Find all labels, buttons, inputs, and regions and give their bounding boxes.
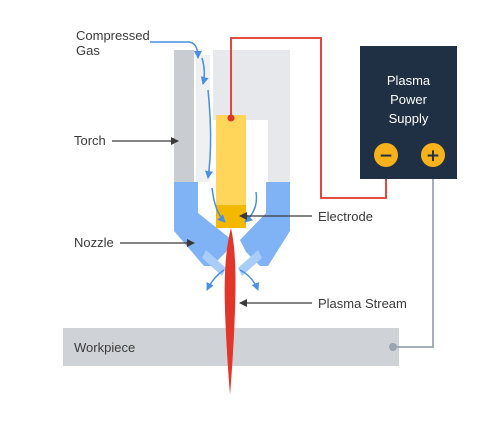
electrode-label: Electrode — [318, 209, 373, 224]
compressed-gas-label-line2: Gas — [76, 43, 100, 58]
gas-flow-arrow-6 — [239, 269, 260, 291]
negative-terminal — [374, 143, 398, 167]
positive-wire — [393, 166, 434, 348]
electrode-wire-junction — [227, 114, 235, 122]
negative-terminal-symbol: − — [379, 146, 393, 166]
nozzle-right — [240, 182, 290, 266]
power-supply-label-line1: Plasma — [387, 73, 431, 88]
torch-upper-block — [213, 50, 290, 120]
negative-wire — [230, 37, 387, 199]
compressed-gas-leader — [150, 41, 202, 59]
plasma-stream — [224, 228, 236, 395]
gas-flow-arrow-1 — [200, 57, 209, 85]
gas-flow-arrow-3 — [211, 187, 226, 223]
power-supply-label-line3: Supply — [389, 111, 429, 126]
gas-flow-arrow-2 — [205, 89, 213, 179]
gas-flow-arrow-4 — [244, 191, 258, 223]
torch-inner-left-wall — [196, 55, 210, 182]
compressed-gas-label-line1: Compressed — [76, 28, 150, 43]
workpiece-wire-junction — [389, 343, 397, 351]
power-supply-label-line2: Power — [390, 92, 428, 107]
torch-inner-right-wall — [268, 118, 290, 182]
torch-outer-left-wall — [174, 50, 194, 182]
torch-label: Torch — [74, 133, 106, 148]
positive-terminal-symbol: + — [426, 146, 440, 166]
workpiece-label: Workpiece — [74, 340, 135, 355]
nozzle-label: Nozzle — [74, 235, 114, 250]
nozzle-orifice-right — [238, 250, 262, 276]
positive-terminal — [421, 143, 445, 167]
plasma-stream-label: Plasma Stream — [318, 296, 407, 311]
gas-flow-arrow-5 — [206, 269, 225, 291]
nozzle-orifice-left — [202, 250, 226, 276]
